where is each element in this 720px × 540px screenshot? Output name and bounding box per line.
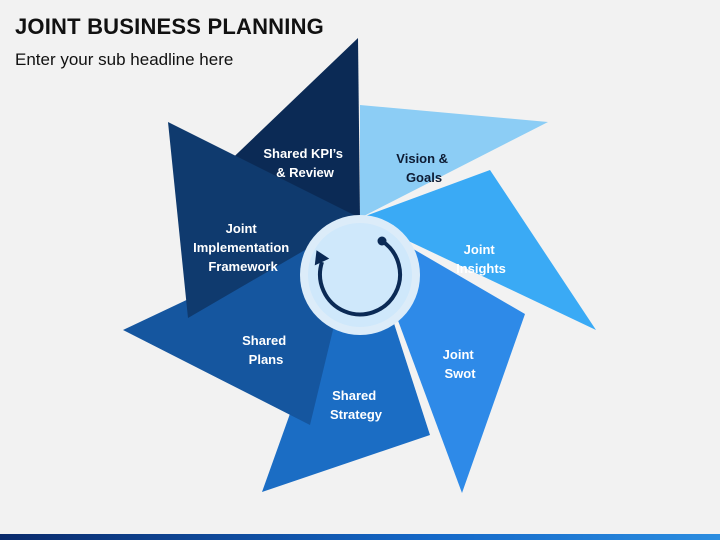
cycle-arrow-icon (314, 236, 402, 317)
segment-joint-insights-label: Joint Insights (456, 242, 506, 276)
center-hub-disc (308, 223, 412, 327)
page-subtitle: Enter your sub headline here (15, 50, 234, 69)
segment-shared-strategy-blade (262, 218, 430, 492)
footer-bar (0, 534, 720, 540)
segment-vision-goals-label: Vision & Goals (396, 151, 451, 185)
page-title: JOINT BUSINESS PLANNING (15, 14, 324, 39)
segment-shared-strategy-label: Shared Strategy (330, 388, 383, 422)
center-hub (300, 215, 420, 335)
segment-framework-label: Joint Implementation Framework (193, 221, 293, 274)
segment-vision-goals-blade (360, 105, 548, 218)
segment-joint-insights-blade (360, 170, 596, 330)
segment-joint-swot-label: Joint Swot (443, 347, 478, 381)
segment-shared-kpis-label: Shared KPI’s & Review (263, 146, 346, 180)
segment-shared-plans-label: Shared Plans (242, 333, 290, 367)
segment-framework-blade (168, 122, 360, 318)
